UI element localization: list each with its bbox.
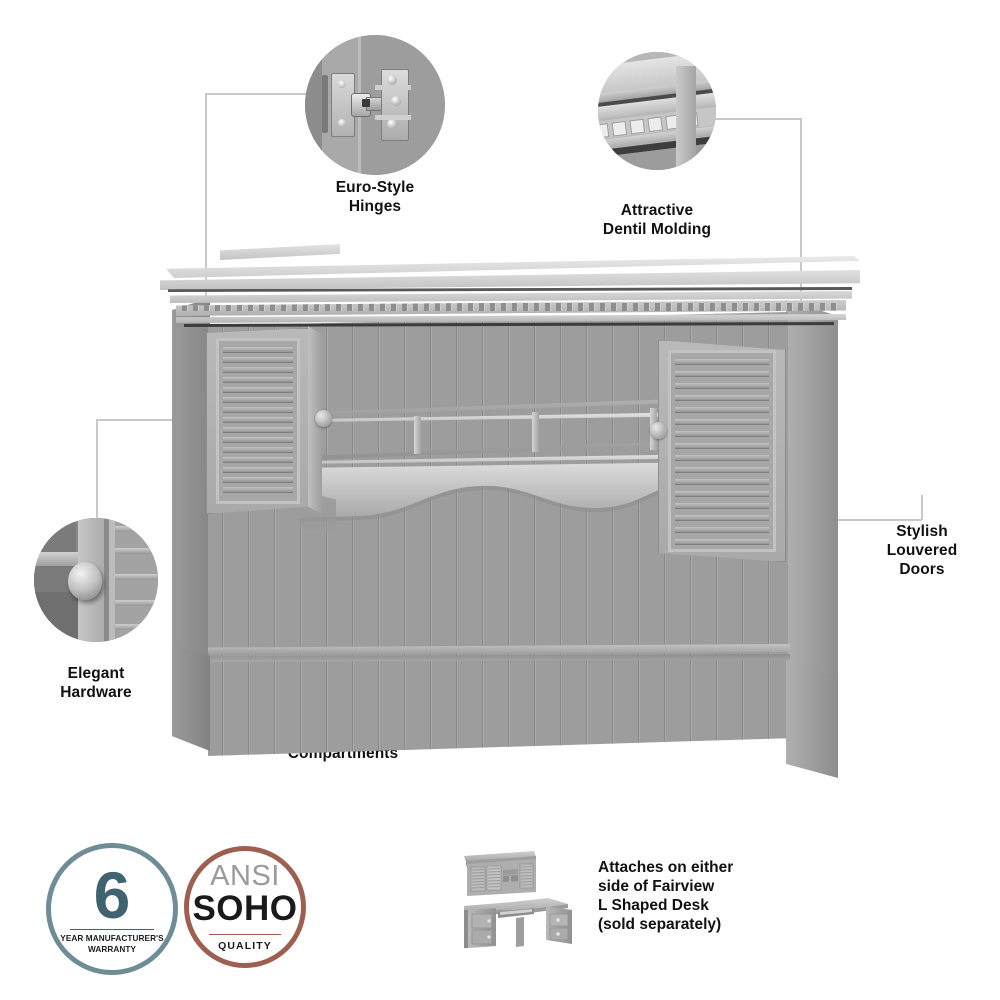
callout-line-2: Louvered xyxy=(886,541,958,559)
leader-line-dentil-horizontal xyxy=(710,118,802,120)
callout-label-elegant-hardware: Elegant Hardware xyxy=(14,665,178,703)
warranty-text-line-1: YEAR MANUFACTURER'S xyxy=(60,934,164,944)
hutch-right-leg xyxy=(786,660,838,778)
product-image-hutch xyxy=(150,240,880,778)
callout-line-1: Elegant xyxy=(67,665,125,682)
right-door-knob[interactable] xyxy=(650,422,667,439)
leader-line-louvered-horizontal xyxy=(762,519,922,521)
leader-line-dentil-vertical xyxy=(800,118,802,323)
hutch-cubby-shelf-edge xyxy=(300,454,710,464)
hutch-under-dentil-shadow xyxy=(184,322,834,327)
callout-label-euro-style-hinges: Euro-Style Hinges xyxy=(289,179,461,217)
callout-line-1: Attractive xyxy=(620,202,694,219)
desk-thumbnail-icon xyxy=(464,851,572,948)
callout-line-3: Doors xyxy=(899,560,945,578)
hutch-cubby-divider-2 xyxy=(532,412,539,452)
hutch-left-leg xyxy=(172,645,210,751)
right-door-louvers xyxy=(675,357,769,545)
callout-line-1: Stylish xyxy=(896,523,948,540)
left-door-frame xyxy=(216,338,300,504)
certification-badges: 6 YEAR MANUFACTURER'S WARRANTY ANSI SOHO… xyxy=(0,830,1000,990)
attach-note-line-3: L Shaped Desk xyxy=(598,897,709,915)
warranty-text: YEAR MANUFACTURER'S WARRANTY xyxy=(60,934,163,955)
callout-label-stylish-louvered-doors: Stylish Louvered Doors xyxy=(862,523,982,580)
hutch-base-rail xyxy=(208,644,790,655)
leader-line-hinges-horizontal xyxy=(205,93,307,95)
warranty-badge: 6 YEAR MANUFACTURER'S WARRANTY xyxy=(46,843,178,975)
callout-line-2: Dentil Molding xyxy=(602,220,712,238)
hutch-right-louvered-door[interactable] xyxy=(658,340,786,562)
ansi-divider xyxy=(209,933,281,935)
ansi-label: ANSI xyxy=(210,860,280,893)
hutch-top-riser xyxy=(220,244,340,260)
ansi-soho-badge: ANSI SOHO QUALITY xyxy=(184,846,306,968)
hutch-dentil-lower-rail xyxy=(176,314,846,323)
hutch-crown-shadow-line xyxy=(168,287,852,292)
callout-line-2: Hinges xyxy=(348,197,402,215)
attaches-note: Attaches on either side of Fairview L Sh… xyxy=(598,858,818,934)
hutch-base-shadow xyxy=(208,654,790,662)
hutch-upper-shelf-edge xyxy=(320,412,706,422)
hutch-left-louvered-door[interactable] xyxy=(206,328,310,514)
quality-label: QUALITY xyxy=(218,939,272,952)
warranty-divider xyxy=(70,929,154,931)
left-door-louvers xyxy=(223,345,293,497)
detail-bubble-hardware xyxy=(34,518,158,642)
callout-label-attractive-dentil-molding: Attractive Dentil Molding xyxy=(562,202,752,240)
detail-bubble-dentil xyxy=(598,52,716,170)
leader-line-hardware-vertical xyxy=(96,419,98,519)
warranty-text-line-2: WARRANTY xyxy=(87,945,137,955)
leader-line-louvered-vertical xyxy=(921,495,923,520)
attach-note-line-1: Attaches on either xyxy=(598,859,734,876)
knob-detail-icon xyxy=(68,562,102,600)
hutch-cubby-divider-1 xyxy=(414,416,421,454)
detail-bubble-hinges xyxy=(305,35,445,175)
l-shaped-desk-thumbnail xyxy=(448,848,578,952)
right-door-frame xyxy=(668,350,776,552)
callout-line-2: Hardware xyxy=(60,683,132,701)
leader-line-hinges-vertical xyxy=(205,93,207,405)
soho-label: SOHO xyxy=(192,889,298,929)
attach-note-line-2: side of Fairview xyxy=(598,878,715,896)
attach-note-line-4: (sold separately) xyxy=(598,916,722,934)
valance-shape-icon xyxy=(300,462,712,522)
callout-line-1: Euro-Style xyxy=(335,179,415,196)
hutch-scalloped-valance xyxy=(300,462,712,524)
left-door-knob[interactable] xyxy=(315,410,332,427)
warranty-years-number: 6 xyxy=(93,858,131,933)
